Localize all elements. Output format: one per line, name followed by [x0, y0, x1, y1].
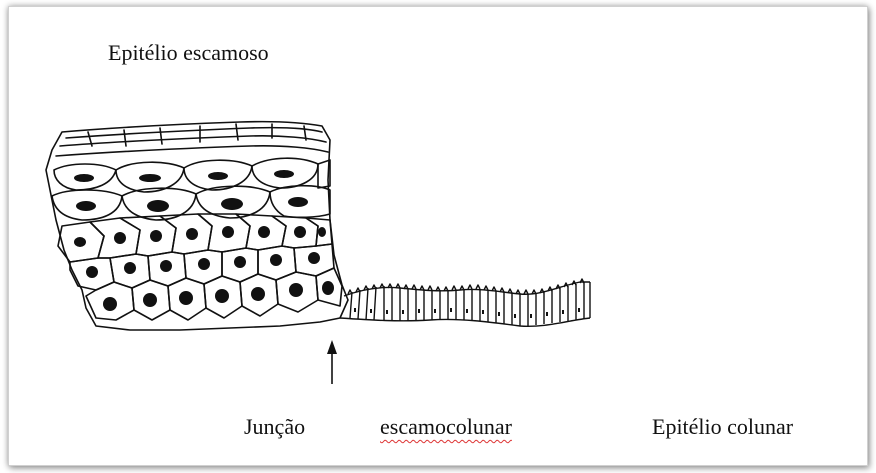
- junction-arrow: [327, 340, 337, 384]
- junction-label: Junção: [244, 414, 305, 440]
- columnar-epithelium: [340, 279, 590, 326]
- keratin-layer-3: [56, 146, 328, 156]
- columnar-nuclei: [354, 308, 580, 318]
- keratin-layer-2: [60, 136, 326, 146]
- squamocolumnar-label: escamocolunar: [380, 414, 512, 440]
- columnar-epithelium-label: Epitélio colunar: [652, 414, 793, 440]
